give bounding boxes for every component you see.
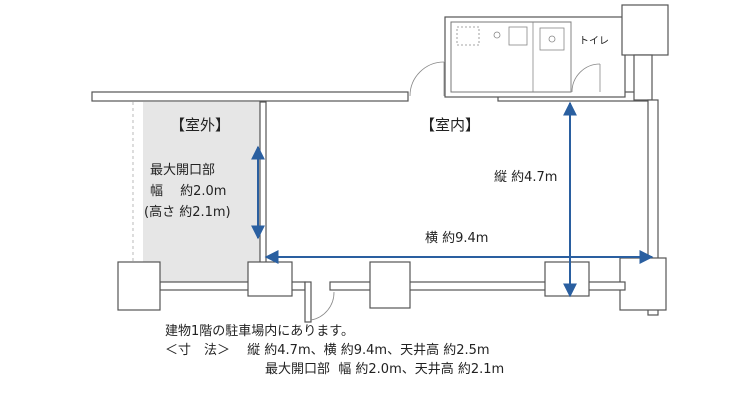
note-opening: 最大開口部 幅 約2.0m、天井高 約2.1m [265, 362, 505, 377]
basin-drain [548, 35, 556, 43]
outdoor-label: 【室外】 [170, 116, 230, 134]
depth-label: 縦 約4.7m [494, 170, 557, 185]
notes-block: 建物1階の駐車場内にあります。 ＜寸 法＞ 縦 約4.7m、横 約9.4m、天井… [165, 322, 504, 379]
canopy-wall [91, 91, 409, 102]
bottom-column-3 [369, 261, 411, 309]
lower-right-column [619, 257, 667, 311]
opening-height-label: (高さ 約2.1m) [144, 204, 231, 220]
bath-door-arc [571, 63, 601, 93]
bottom-door-frame [304, 281, 312, 323]
note-dimensions: ＜寸 法＞ 縦 約4.7m、横 約9.4m、天井高 約2.5m [165, 343, 490, 358]
toilet-label: トイレ [579, 36, 609, 47]
washbasin-fixture [539, 27, 565, 51]
indoor-label: 【室内】 [420, 116, 480, 134]
upper-right-column [621, 4, 669, 56]
entry-door-arc [409, 61, 445, 97]
bottom-wall-right [329, 281, 626, 291]
bottom-door-arc [310, 291, 335, 321]
opening-post [259, 101, 267, 273]
note-location: 建物1階の駐車場内にあります。 [165, 324, 354, 339]
counter-fixture [508, 26, 528, 46]
bottom-column-4 [544, 261, 590, 297]
outdoor-area [143, 102, 263, 290]
opening-title-label: 最大開口部 [150, 163, 215, 178]
opening-width-label: 幅 約2.0m [150, 184, 226, 199]
right-wall [647, 99, 659, 316]
sink-fixture [493, 31, 501, 39]
bottom-left-column [117, 261, 161, 311]
width-label: 横 約9.4m [425, 231, 488, 246]
right-column-strip [633, 54, 653, 101]
bottom-column-2 [247, 261, 293, 297]
bathroom-inner [450, 21, 572, 93]
